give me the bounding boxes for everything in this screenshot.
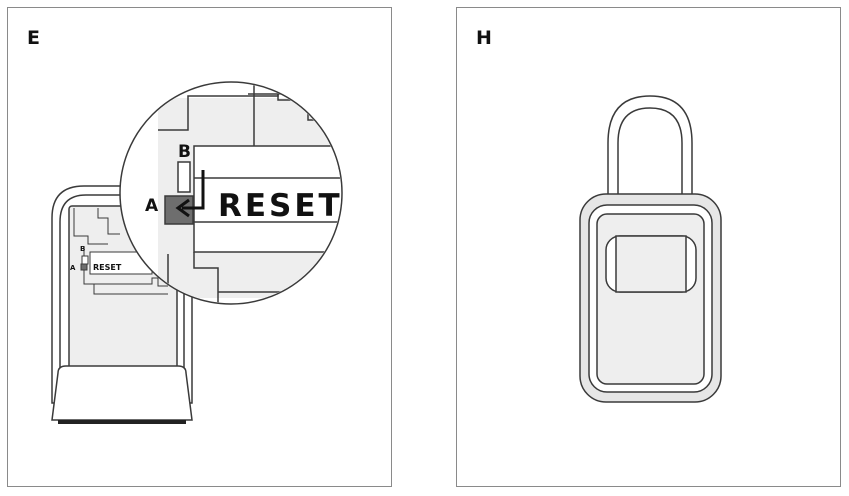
lockbox-closed-illustration: [579, 95, 722, 403]
panel-label-e: E: [27, 27, 40, 49]
lockbox-base: [51, 365, 193, 424]
shackle: [607, 95, 693, 197]
small-callout-a: A: [70, 264, 76, 272]
small-callout-b: B: [80, 245, 85, 253]
panel-label-h: H: [476, 27, 492, 49]
small-reset-label: RESET: [93, 263, 122, 272]
panel-h: H: [456, 7, 841, 487]
dial-inner: [615, 235, 687, 293]
callout-b: B: [178, 142, 191, 162]
reset-label: RESET: [218, 188, 343, 224]
lockbox-reset-illustration: B A RESET: [51, 81, 343, 424]
panel-e: E B A RESET: [7, 7, 392, 487]
callout-a: A: [145, 196, 159, 216]
reset-mechanism-detail: [164, 161, 205, 225]
